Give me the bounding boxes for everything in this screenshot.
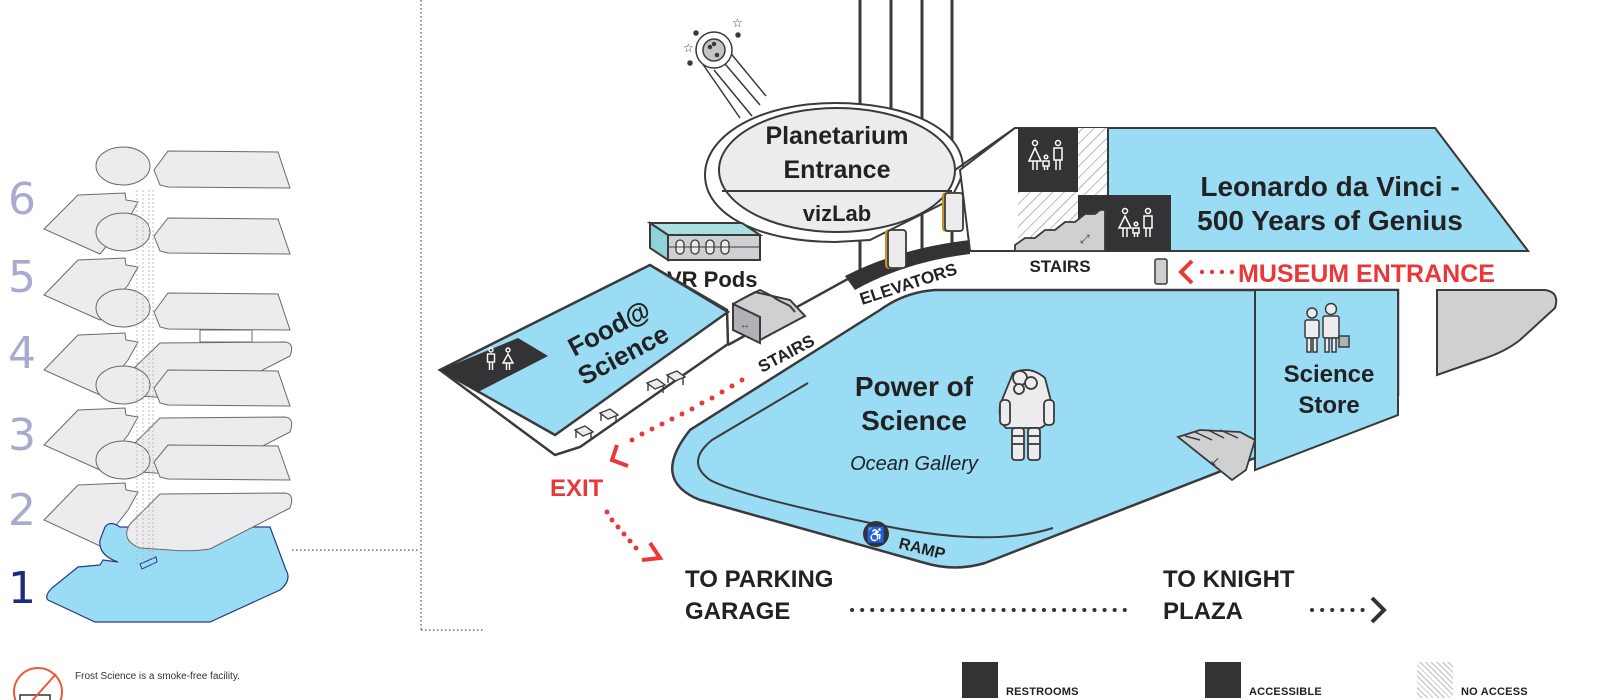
- shoppers-icon: [1304, 302, 1350, 353]
- store-label-2: Store: [1298, 392, 1359, 419]
- exit-label[interactable]: EXIT: [550, 475, 604, 502]
- no-access-hatch: [1417, 662, 1453, 698]
- floor-5-button[interactable]: 5: [8, 252, 36, 303]
- legend-restrooms-label: RESTROOMS: [1006, 686, 1079, 698]
- floor-1-plan[interactable]: [46, 522, 289, 623]
- legend-no-access: NO ACCESS: [1417, 662, 1528, 698]
- vizlab-label: vizLab: [803, 201, 871, 226]
- parking-direction[interactable]: TO PARKING GARAGE: [685, 566, 1135, 625]
- svg-text:☆: ☆: [732, 16, 743, 30]
- floor-6-plan[interactable]: [43, 146, 291, 255]
- science-store-area[interactable]: Science Store ↙: [1176, 289, 1399, 482]
- legend-accessible: ACCESSIBLE: [1205, 662, 1322, 698]
- svg-text:☆: ☆: [683, 41, 694, 55]
- stairs-store-icon: ↙: [1176, 429, 1257, 482]
- restroom-icon: [486, 347, 515, 370]
- legend-restrooms: RESTROOMS: [962, 662, 1079, 698]
- food-at-science-area[interactable]: Food@ Science: [437, 263, 731, 457]
- knight-label-1: TO KNIGHT: [1163, 566, 1295, 593]
- exit-path: [604, 377, 745, 562]
- table-icons: [573, 370, 687, 440]
- wheelchair-icon: ♿: [867, 526, 886, 544]
- accessible-icon: [1205, 662, 1241, 698]
- floor-2-plan[interactable]: [43, 440, 291, 547]
- floor-2-button[interactable]: 2: [8, 485, 36, 536]
- stairs-left-icon: ↔: [732, 288, 807, 345]
- museum-entrance-label: MUSEUM ENTRANCE: [1238, 260, 1495, 288]
- floor-1-button[interactable]: 1: [8, 563, 36, 614]
- planetarium-label-1: Planetarium: [765, 122, 908, 150]
- smoke-free-notice: Frost Science is a smoke-free facility.: [75, 671, 240, 682]
- svg-text:↙: ↙: [1210, 454, 1220, 468]
- planetarium-label-2: Entrance: [784, 156, 891, 184]
- family-restroom-icon-2: [1117, 207, 1153, 237]
- stairs-arrow-icon: ⤢: [1079, 232, 1090, 246]
- floor-connector: [292, 0, 485, 631]
- planetarium-area[interactable]: Planetarium Entrance vizLab: [703, 101, 965, 244]
- elevator-shaft-lines: [136, 190, 154, 565]
- parking-label-1: TO PARKING: [685, 566, 833, 593]
- floor-selector: 6 5 4 3 2 1: [8, 146, 293, 623]
- floor-6-button[interactable]: 6: [8, 174, 36, 225]
- knight-plaza-direction[interactable]: TO KNIGHT PLAZA: [1163, 566, 1387, 625]
- museum-entrance[interactable]: MUSEUM ENTRANCE: [1154, 258, 1495, 288]
- store-label-1: Science: [1284, 361, 1375, 388]
- leonardo-label-2: 500 Years of Genius: [1197, 205, 1463, 236]
- floor-3-button[interactable]: 3: [8, 410, 36, 461]
- diving-suit-icon: [998, 369, 1055, 461]
- no-access-block: [1436, 289, 1558, 377]
- leonardo-label-1: Leonardo da Vinci -: [1200, 171, 1459, 202]
- restroom-icon: [962, 662, 998, 698]
- svg-text:↔: ↔: [740, 320, 750, 331]
- power-of-science-area[interactable]: Power of Science Ocean Gallery: [670, 288, 1400, 569]
- floor-4-button[interactable]: 4: [8, 328, 36, 379]
- family-restroom-icon: [1027, 139, 1063, 170]
- legend-accessible-label: ACCESSIBLE: [1249, 686, 1322, 698]
- floor-5-plan[interactable]: [43, 212, 291, 321]
- knight-label-2: PLAZA: [1163, 598, 1243, 625]
- chevron-right-icon: [1370, 596, 1387, 624]
- stairs-top-label: STAIRS: [1029, 257, 1090, 276]
- legend-no-access-label: NO ACCESS: [1461, 686, 1528, 698]
- vr-pods-icon: [646, 221, 764, 262]
- floor-2-wing: [126, 492, 293, 552]
- power-label-1: Power of: [855, 371, 974, 402]
- power-label-2: Science: [861, 405, 967, 436]
- leonardo-area[interactable]: ⤢ Leonardo da Vinci - 500 Years of Geniu…: [958, 127, 1531, 252]
- parking-label-2: GARAGE: [685, 598, 790, 625]
- comet-icon: ☆ ☆: [683, 16, 767, 119]
- ocean-gallery-label: Ocean Gallery: [850, 453, 979, 475]
- no-smoking-icon: [13, 667, 63, 700]
